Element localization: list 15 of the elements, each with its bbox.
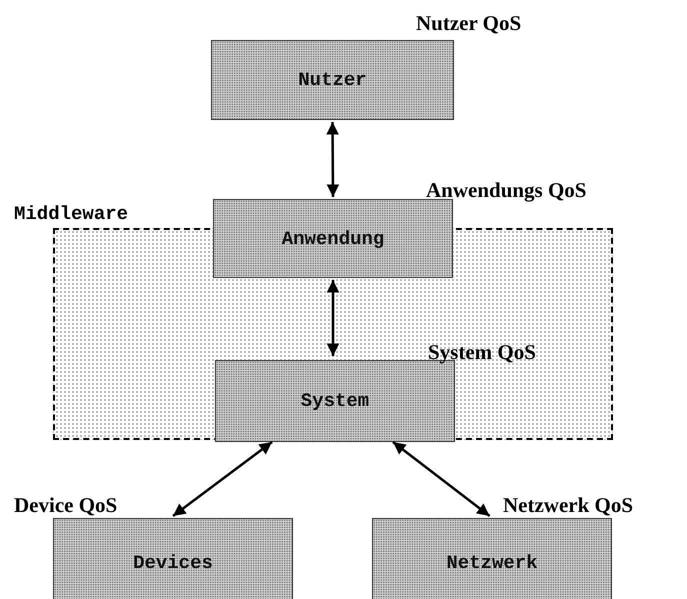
- component-label: Anwendung: [282, 228, 384, 250]
- component-label: Netzwerk: [446, 552, 538, 574]
- qos-label: Device QoS: [14, 493, 118, 518]
- component-label: Devices: [133, 552, 213, 574]
- group-label: Middleware: [14, 203, 128, 225]
- qos-label: Netzwerk QoS: [503, 493, 634, 518]
- component-label: Nutzer: [298, 69, 367, 91]
- double-arrow: [392, 441, 490, 517]
- double-arrow: [326, 280, 340, 356]
- component-label: System: [300, 390, 370, 412]
- qos-label: System QoS: [428, 340, 536, 365]
- double-arrow: [326, 122, 340, 197]
- double-arrow: [172, 441, 273, 517]
- qos-label: Nutzer QoS: [416, 11, 522, 36]
- qos-label: Anwendungs QoS: [426, 178, 586, 203]
